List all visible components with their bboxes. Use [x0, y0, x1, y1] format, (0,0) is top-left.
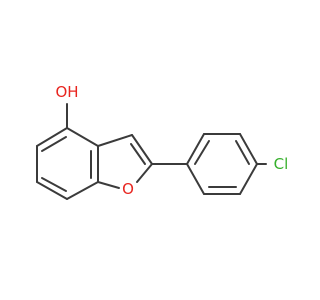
- bond-c3a-c4: [66, 127, 99, 147]
- furan-ring: O: [97, 134, 153, 198]
- atom-label-oh: OH: [55, 83, 78, 101]
- bond-p3-p4-inner: [235, 140, 250, 165]
- bond-c6-c7-inner: [41, 177, 67, 192]
- chloro-group: Cl: [256, 155, 289, 173]
- hydroxyl-group: OH: [55, 83, 79, 129]
- bond-c2-o1: [136, 163, 153, 183]
- benzene-ring-fused: [36, 127, 99, 200]
- bond-c6-c7: [36, 181, 68, 200]
- bond-c4-c5: [36, 127, 68, 147]
- molecule-structure: OH O Cl: [36, 83, 289, 200]
- bond-c7-c7a: [66, 181, 99, 200]
- bond-c3-c2: [131, 134, 153, 165]
- bond-o1-c7a: [97, 181, 120, 189]
- bond-c4-c5-inner: [41, 136, 67, 152]
- bond-p4-p5: [239, 163, 258, 195]
- bond-p6-p1: [186, 163, 205, 195]
- bond-p3-p4: [239, 133, 258, 165]
- atom-label-furan-o: O: [122, 180, 134, 198]
- bond-p1-p2: [186, 133, 205, 165]
- bond-p1-p2-inner: [194, 140, 210, 165]
- bond-c3-c2-inner: [130, 143, 146, 165]
- chlorophenyl-ring: [186, 133, 258, 195]
- atom-label-cl: Cl: [274, 155, 289, 173]
- bond-c3a-c3: [97, 134, 133, 147]
